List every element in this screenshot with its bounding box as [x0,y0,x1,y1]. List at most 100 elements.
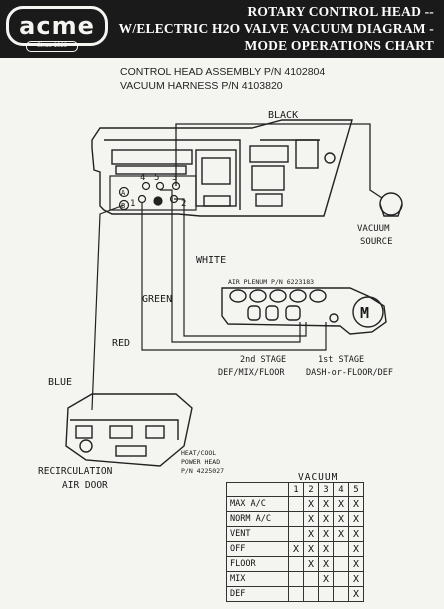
mark-cell: X [318,496,334,512]
table-row: NORM A/C X X X X [226,511,364,527]
mark-cell [303,571,319,587]
mark-cell: X [333,511,349,527]
mark-cell: X [303,556,319,572]
mark-cell: X [288,541,304,557]
white-vacuum-line [174,198,307,337]
table-row: FLOOR X X X [226,556,364,572]
port-label-4: 4 [140,173,145,183]
title-line-2: W/ELECTRIC H2O VALVE VACUUM DIAGRAM - [118,21,434,36]
title-line-1: ROTARY CONTROL HEAD -- [247,4,434,19]
mark-cell: X [348,571,364,587]
vacuum-table-title: VACUUM [298,472,339,483]
vacuum-source [379,192,403,217]
mode-label: VENT [226,526,289,542]
title-line-3: MODE OPERATIONS CHART [244,38,434,53]
label-blue: BLUE [48,377,72,388]
mark-cell [288,496,304,512]
port-letter-a: A [121,189,126,197]
label-power-head-pn: P/N 4225027 [181,467,224,475]
mode-label: FLOOR [226,556,289,572]
header-blank [226,482,289,497]
mark-cell: X [318,526,334,542]
mode-label: MAX A/C [226,496,289,512]
label-1st-stage-modes: DASH-or-FLOOR/DEF [306,368,393,378]
port-label-1: 1 [130,199,135,209]
table-row: VENT X X X X [226,526,364,542]
mark-cell: X [318,541,334,557]
label-heat-cool: HEAT/COOL [181,449,216,457]
mark-cell: X [318,571,334,587]
label-1st-stage: 1st STAGE [318,355,364,365]
table-row: MAX A/C X X X X [226,496,364,512]
mark-cell [288,571,304,587]
vacuum-harness-part-number: VACUUM HARNESS P/N 4103820 [120,80,283,92]
mark-cell [288,526,304,542]
air-plenum [221,287,387,335]
mode-label: MIX [226,571,289,587]
label-air-plenum: AIR PLENUM P/N 6223183 [228,278,314,286]
mark-cell [318,586,334,602]
mark-cell: X [348,496,364,512]
port-label-3: 3 [172,173,177,183]
mark-cell: X [303,511,319,527]
mark-cell [333,586,349,602]
mark-cell [333,556,349,572]
mark-cell: X [333,526,349,542]
logo-text: acme [19,12,95,40]
mark-cell: X [303,496,319,512]
header-col-3: 3 [318,482,334,497]
motor-label: M [360,304,369,322]
acme-logo: acme [6,6,108,46]
logo-since: Since 1926 [26,41,78,52]
mark-cell: X [318,556,334,572]
control-head-assembly [91,119,353,217]
mark-cell: X [333,496,349,512]
label-source: SOURCE [360,237,393,247]
header-col-2: 2 [303,482,319,497]
table-row: OFF X X X X [226,541,364,557]
header-bar: acme Since 1926 ROTARY CONTROL HEAD -- W… [0,0,444,58]
green-vacuum-line [160,189,301,343]
black-vacuum-line [175,123,383,199]
mark-cell: X [348,541,364,557]
port-label-5: 5 [154,173,159,183]
mark-cell: X [348,511,364,527]
label-black: BLACK [268,110,298,121]
mode-label: DEF [226,586,289,602]
label-power-head: POWER HEAD [181,458,220,466]
mark-cell: X [348,586,364,602]
label-air-door: AIR DOOR [62,480,108,491]
label-vacuum: VACUUM [357,224,390,234]
mode-operations-table: 1 2 3 4 5 MAX A/C X X X X NORM A/C X X X… [226,482,364,602]
blue-vacuum-line [91,204,125,411]
mark-cell [288,556,304,572]
mark-cell [288,511,304,527]
heat-cool-power-head [65,393,193,467]
mark-cell [333,571,349,587]
label-white: WHITE [196,255,226,266]
mode-label: NORM A/C [226,511,289,527]
table-header-row: 1 2 3 4 5 [226,482,364,497]
label-red: RED [112,338,130,349]
mark-cell [333,541,349,557]
control-head-part-number: CONTROL HEAD ASSEMBLY P/N 4102804 [120,66,326,78]
mark-cell: X [318,511,334,527]
table-row: MIX X X [226,571,364,587]
mark-cell: X [303,541,319,557]
red-vacuum-line [141,202,327,351]
mark-cell [288,586,304,602]
mark-cell: X [348,556,364,572]
mark-cell: X [303,526,319,542]
header-col-4: 4 [333,482,349,497]
label-recirculation: RECIRCULATION [38,466,113,477]
label-2nd-stage: 2nd STAGE [240,355,286,365]
mark-cell [303,586,319,602]
label-green: GREEN [142,294,172,305]
mark-cell: X [348,526,364,542]
table-row: DEF X [226,586,364,602]
port-letter-b: B [121,202,125,210]
label-2nd-stage-modes: DEF/MIX/FLOOR [218,368,285,378]
header-col-5: 5 [348,482,364,497]
